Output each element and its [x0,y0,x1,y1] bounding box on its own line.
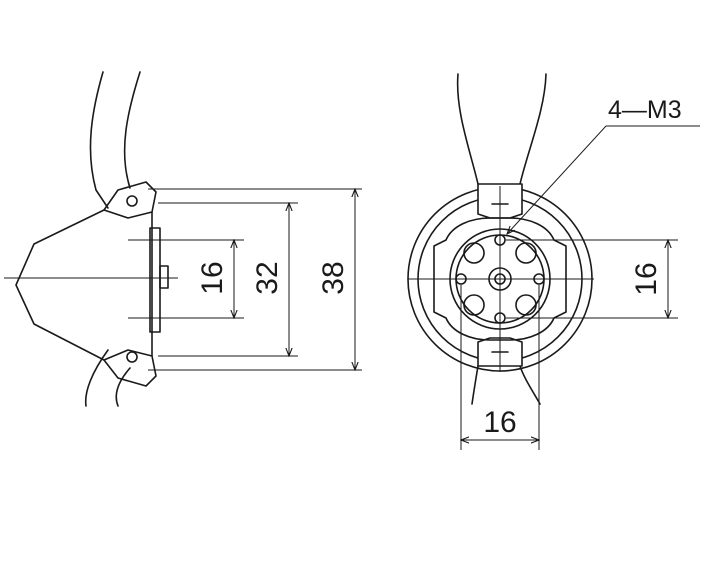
callout-leader [507,125,607,234]
dim-label-16: 16 [196,261,229,294]
upper-ear-hole [126,195,138,207]
large-hole-1 [463,242,485,264]
large-hole-3 [463,294,485,316]
dim-label-38: 38 [317,261,350,294]
large-hole-2 [515,242,537,264]
side-upper-cable-inner [123,71,141,189]
dim-label-32: 32 [251,261,284,294]
side-upper-cable [89,71,109,209]
front-view: 4—M3 16 16 [407,73,700,450]
front-upper-cable-right [519,73,547,185]
dim-label-h16: 16 [483,406,516,439]
shaft-stub [159,265,169,289]
hole-callout: 4—M3 [608,96,682,124]
large-hole-4 [515,294,537,316]
front-upper-cable-left [456,73,479,185]
upper-ear [103,181,157,219]
lower-ear-hole [126,351,138,363]
side-lower-cable-inner [115,367,131,407]
front-lower-cable-left [471,365,479,405]
front-lower-cable-right [519,365,541,405]
side-view: 16 32 38 [4,71,362,407]
cone-body [15,209,105,361]
lower-ear [103,349,157,387]
side-lower-cable [84,349,109,407]
dim-label-v16: 16 [630,262,663,295]
